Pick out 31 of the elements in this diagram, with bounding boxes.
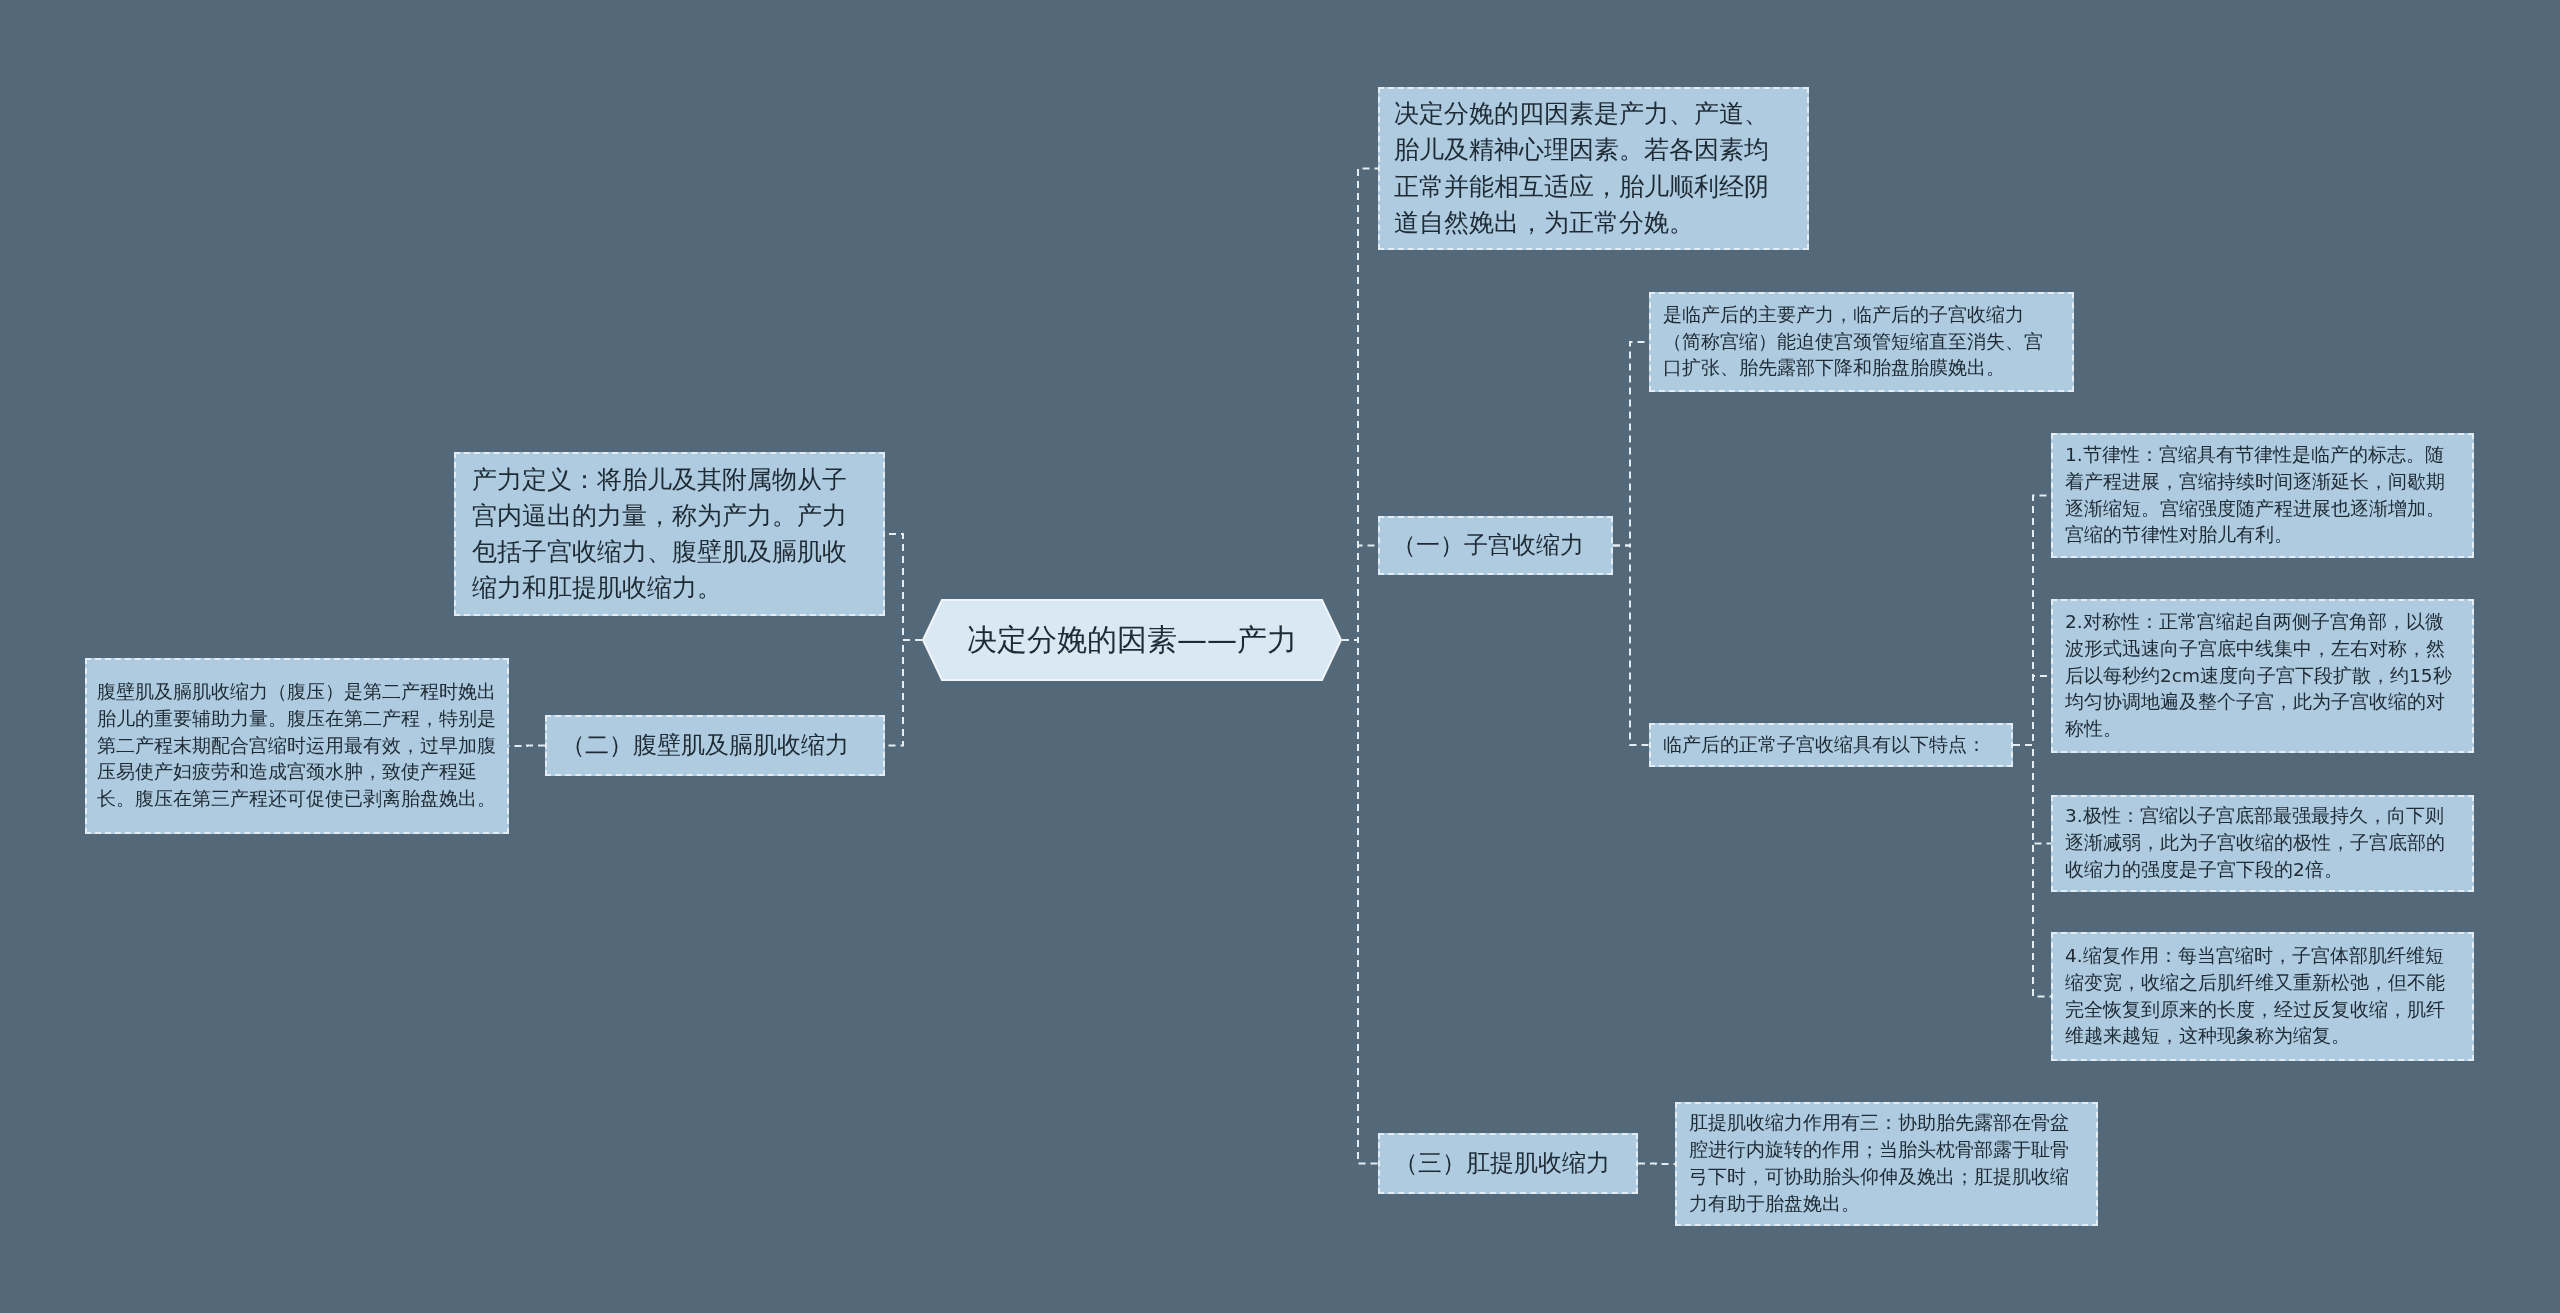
topic-text: 临产后的正常子宫收缩具有以下特点： bbox=[1663, 732, 1986, 757]
topic-text: 是临产后的主要产力，临产后的子宫收缩力（简称宫缩）能迫使宫颈管短缩直至消失、宫口扩张、胎先露部下降和胎盘胎膜娩出。 bbox=[1663, 302, 2044, 381]
topic-text: 2.对称性：正常宫缩起自两侧子宫角部，以微波形式迅速向子宫底中线集中，左右对称，然后以每秒约2cm速度向子宫下段扩散，约15秒均匀协调地遍及整个子宫，此为子宫收缩的对称性。 bbox=[2065, 609, 2453, 742]
topic-box bbox=[2051, 932, 2474, 1061]
topic-text: 1.节律性：宫缩具有节律性是临产的标志。随着产程进展，宫缩持续时间逐渐延长，间歇期逐渐缩短。宫缩强度随产程进展也逐渐增加。宫缩的节律性对胎儿有利。 bbox=[2065, 442, 2446, 548]
topic-box bbox=[1649, 723, 2013, 767]
topic-box bbox=[454, 452, 885, 616]
topic-box bbox=[545, 715, 885, 776]
topic-text: （一）子宫收缩力 bbox=[1392, 530, 1584, 562]
topic-text: 3.极性：宫缩以子宫底部最强最持久，向下则逐渐减弱，此为子宫收缩的极性，子宫底部的收缩力的强度是子宫下段的2倍。 bbox=[2065, 804, 2446, 882]
topic-text: 腹壁肌及膈肌收缩力（腹压）是第二产程时娩出胎儿的重要辅助力量。腹压在第二产程，特别是第二产程末期配合宫缩时运用最有效，过早加腹压易使产妇疲劳和造成宫颈水肿，致使产程延长。腹压在第三产程还可促使已剥离胎盘娩出。 bbox=[97, 679, 497, 812]
topic-box bbox=[2051, 433, 2474, 558]
topic-text: 产力定义：将胎儿及其附属物从子宫内逼出的力量，称为产力。产力包括子宫收缩力、腹壁肌及膈肌收缩力和肛提肌收缩力。 bbox=[472, 463, 848, 605]
central-topic-hexagon bbox=[922, 599, 1342, 681]
topic-box bbox=[2051, 795, 2474, 892]
topic-text: 决定分娩的因素——产力 bbox=[967, 621, 1297, 660]
topic-box bbox=[1675, 1102, 2098, 1226]
topic-text: 肛提肌收缩力作用有三：协助胎先露部在骨盆腔进行内旋转的作用；当胎头枕骨部露于耻骨弓下时，可协助胎头仰伸及娩出；肛提肌收缩力有助于胎盘娩出。 bbox=[1689, 1111, 2070, 1216]
connector-line bbox=[1612, 544, 1650, 746]
topic-text: 4.缩复作用：每当宫缩时，子宫体部肌纤维短缩变宽，收缩之后肌纤维又重新松弛，但不能完全恢复到原来的长度，经过反复收缩，肌纤维越来越短，这种现象称为缩复。 bbox=[2065, 943, 2446, 1049]
topic-box bbox=[2051, 599, 2474, 753]
connector-line bbox=[2012, 744, 2052, 998]
connector-line bbox=[1637, 1162, 1676, 1165]
topic-box bbox=[85, 658, 509, 834]
topic-box bbox=[1649, 292, 2074, 392]
topic-box bbox=[1378, 87, 1809, 250]
topic-text: （二）腹壁肌及膈肌收缩力 bbox=[561, 730, 849, 762]
topic-text: （三）肛提肌收缩力 bbox=[1394, 1148, 1610, 1180]
topic-box bbox=[1378, 1133, 1638, 1194]
topic-text: 决定分娩的四因素是产力、产道、胎儿及精神心理因素。若各因素均正常并能相互适应，胎儿顺利经阴道自然娩出，为正常分娩。 bbox=[1394, 98, 1770, 239]
topic-box bbox=[1378, 516, 1613, 575]
